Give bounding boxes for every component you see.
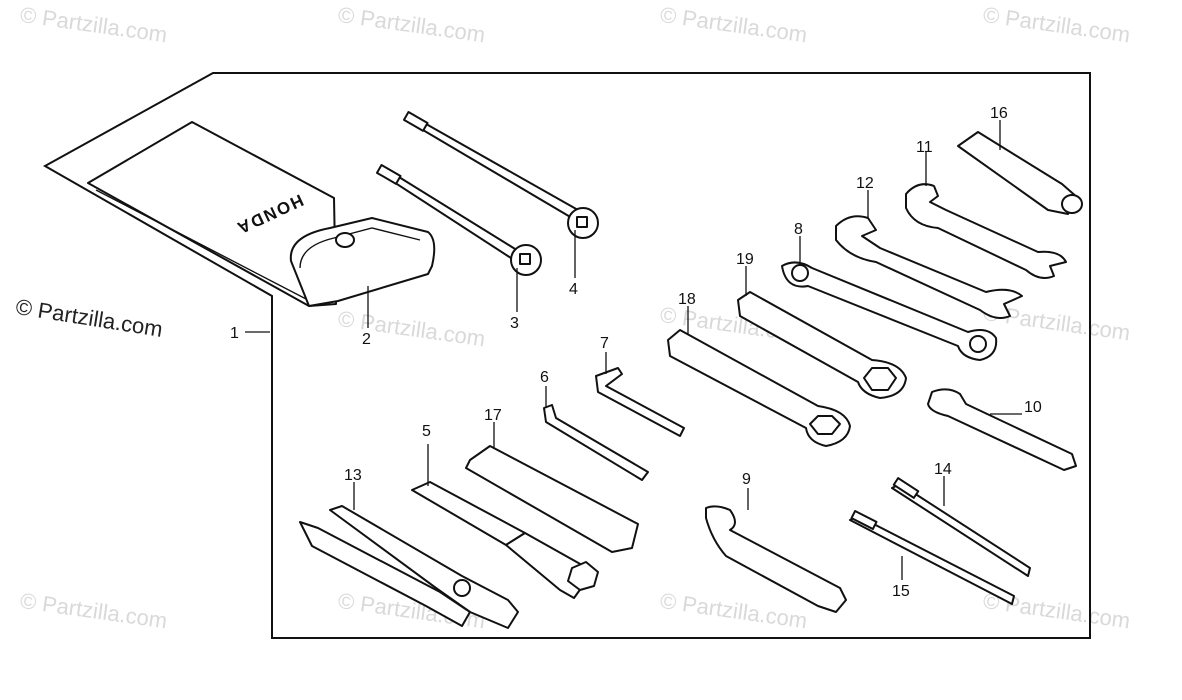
callout-13: 13 — [344, 467, 362, 484]
box-wrench-19 — [737, 291, 907, 399]
open-end-wrench-12 — [835, 215, 1023, 319]
callout-12: 12 — [856, 175, 874, 192]
callout-15: 15 — [892, 583, 910, 600]
callout-6: 6 — [540, 369, 549, 386]
screwdriver-handle — [465, 445, 639, 553]
callout-18: 18 — [678, 291, 696, 308]
callout-5: 5 — [422, 423, 431, 440]
callout-4: 4 — [569, 281, 578, 298]
screwdrivers — [849, 477, 1031, 605]
open-end-wrench-11 — [905, 183, 1067, 279]
callout-9: 9 — [742, 471, 751, 488]
callout-8: 8 — [794, 221, 803, 238]
hex-keys — [543, 367, 685, 481]
callout-19: 19 — [736, 251, 754, 268]
tool-pouch: HONDA — [87, 121, 436, 307]
callout-14: 14 — [934, 461, 952, 478]
callout-2: 2 — [362, 331, 371, 348]
callout-1: 1 — [230, 325, 239, 342]
callout-labels: 1 2 3 4 5 6 7 8 9 10 11 12 13 14 15 16 1… — [230, 105, 1042, 600]
leader-lines — [245, 120, 1022, 580]
frame-outline — [42, 72, 1091, 639]
callout-3: 3 — [510, 315, 519, 332]
callout-10: 10 — [1024, 399, 1042, 416]
callout-16: 16 — [990, 105, 1008, 122]
flat-wrench — [927, 388, 1077, 471]
combination-wrench-8 — [781, 261, 998, 361]
extension-bars — [375, 111, 599, 276]
callout-7: 7 — [600, 335, 609, 352]
spark-plug-wrench — [411, 481, 599, 599]
pin-spanner — [705, 505, 847, 613]
callout-17: 17 — [484, 407, 502, 424]
pliers — [299, 505, 519, 629]
box-wrench-18 — [667, 329, 851, 447]
socket-driver — [957, 131, 1083, 215]
callout-11: 11 — [916, 139, 933, 156]
